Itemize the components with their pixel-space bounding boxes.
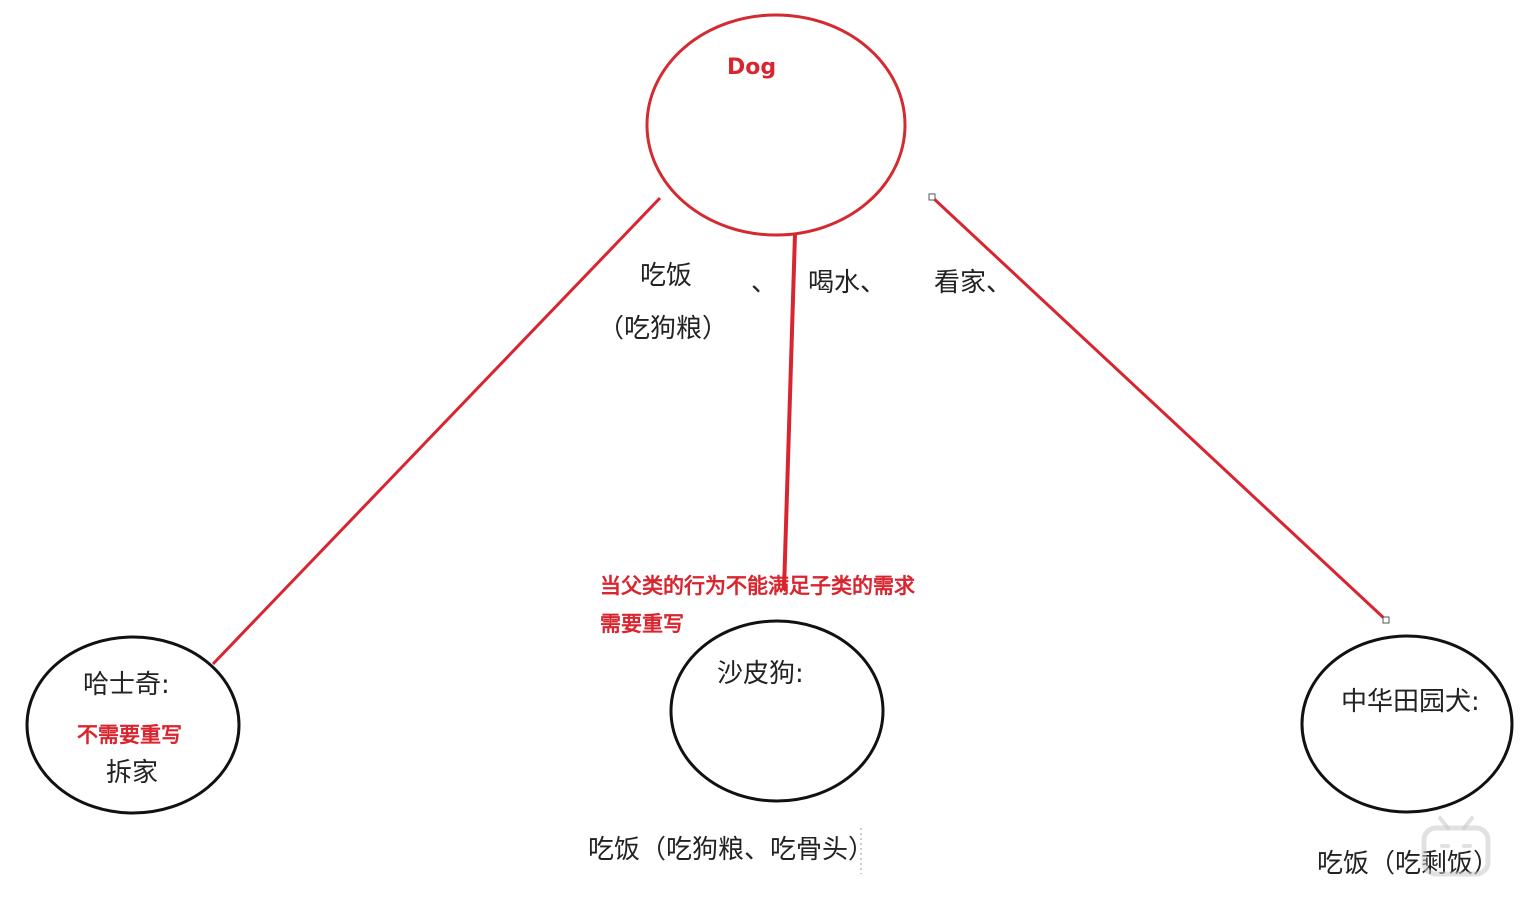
connector-to-chinese-rural-dog — [930, 195, 1388, 622]
behavior-eat-detail: （吃狗粮） — [598, 314, 729, 344]
connector-handle — [1382, 616, 1390, 624]
shar-pei-label: 沙皮狗: — [717, 659, 804, 689]
override-note-line2: 需要重写 — [600, 612, 684, 636]
behavior-drink: 喝水、 — [808, 268, 887, 298]
behavior-eat: 吃饭 — [640, 261, 693, 291]
connector-to-shar-pei — [782, 233, 797, 591]
dog-class-label: Dog — [727, 55, 777, 80]
dog-class-node — [645, 13, 907, 237]
husky-behavior: 拆家 — [106, 758, 159, 788]
behavior-guard: 看家、 — [934, 268, 1013, 298]
husky-override-note: 不需要重写 — [77, 723, 182, 747]
override-note-line1: 当父类的行为不能满足子类的需求 — [600, 574, 915, 598]
behavior-separator: 、 — [751, 268, 778, 298]
shar-pei-behavior: 吃饭（吃狗粮、吃骨头） — [588, 835, 875, 865]
shar-pei-class-node — [669, 619, 885, 803]
connector-to-husky — [211, 196, 662, 666]
chinese-rural-dog-label: 中华田园犬: — [1341, 687, 1480, 717]
bilibili-logo-icon — [1421, 816, 1491, 877]
chinese-rural-dog-class-node — [1300, 634, 1514, 814]
husky-label: 哈士奇: — [83, 670, 170, 700]
connector-handle — [928, 193, 936, 201]
husky-class-node — [25, 635, 241, 815]
